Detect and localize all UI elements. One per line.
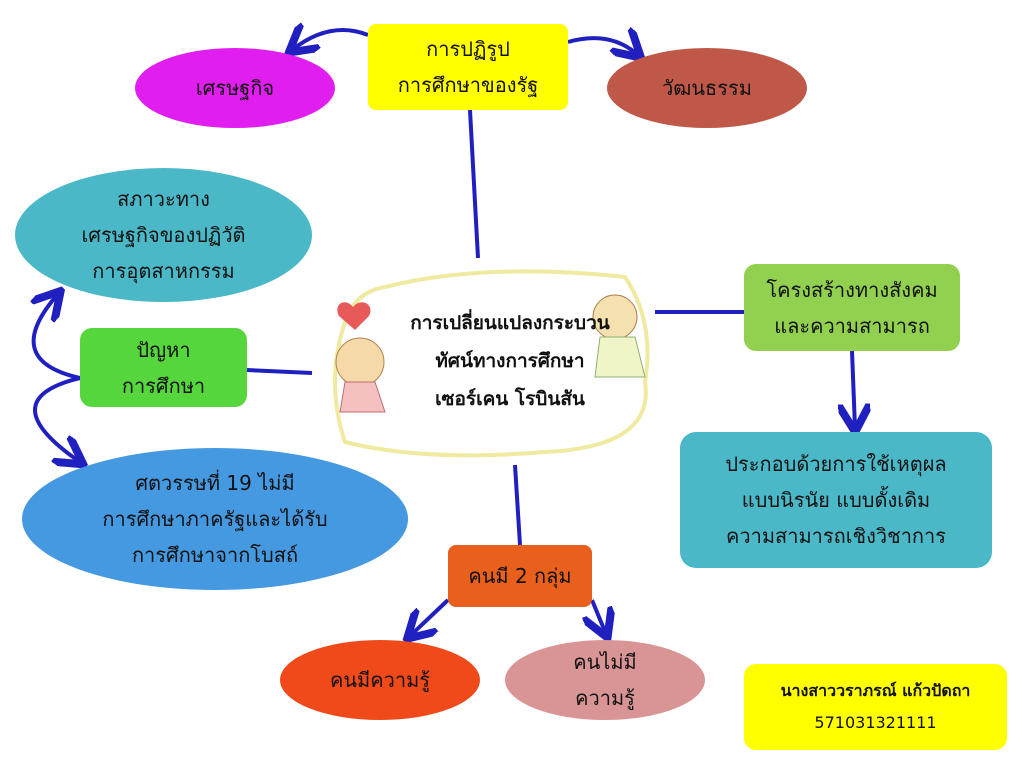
node-noknowledge: คนไม่มี ความรู้ [505, 640, 705, 720]
author-id: 571031321111 [814, 713, 937, 732]
node-text: เศรษฐกิจของปฏิวัติ [81, 223, 246, 247]
node-text: ความรู้ [575, 686, 635, 710]
node-text: การอุตสาหกรรม [92, 259, 235, 283]
arrow-to-century [33, 376, 80, 462]
node-text: ความสามารถเชิงวิชาการ [725, 524, 947, 548]
node-text: คนมีความรู้ [330, 668, 430, 692]
node-text: การศึกษาภาครัฐและได้รับ [102, 507, 328, 531]
node-economy: เศรษฐกิจ [135, 48, 335, 128]
author-name: นางสาววราภรณ์ แก้วปัดถา [780, 681, 971, 700]
line-reform-center [468, 109, 480, 259]
node-text: การปฏิรูป [426, 37, 510, 61]
node-text: การศึกษาจากโบสถ์ [131, 543, 299, 567]
node-text: การศึกษาของรัฐ [397, 73, 539, 97]
node-text: คนไม่มี [573, 650, 637, 674]
heart-icon [337, 302, 371, 330]
center-line-1: การเปลี่ยนแปลงกระบวน [410, 312, 610, 334]
node-text: เศรษฐกิจ [195, 76, 275, 100]
node-text: ปัญหา [136, 337, 191, 362]
node-text: วัฒนธรรม [662, 76, 752, 100]
node-text: แบบนิรนัย แบบดั้งเดิม [741, 488, 931, 512]
author-box: นางสาววราภรณ์ แก้วปัดถา 571031321111 [744, 664, 1007, 750]
node-text: ประกอบด้วยการใช้เหตุผล [725, 452, 947, 476]
line-problem-center [246, 368, 313, 375]
node-structure: โครงสร้างทางสังคม และความสามารถ [744, 264, 960, 351]
arrow-to-knowledge [410, 598, 450, 636]
arrow-to-composed [852, 350, 855, 428]
node-problem: ปัญหา การศึกษา [80, 328, 247, 407]
node-groups: คนมี 2 กลุ่ม [448, 545, 592, 607]
center-line-3: เซอร์เคน โรบินสัน [435, 388, 585, 410]
node-century: ศตวรรษที่ 19 ไม่มี การศึกษาภาครัฐและได้ร… [22, 448, 408, 590]
node-text: และความสามารถ [774, 313, 930, 338]
node-text: สภาวะทาง [117, 187, 210, 211]
node-text: โครงสร้างทางสังคม [766, 277, 938, 302]
node-text: ศตวรรษที่ 19 ไม่มี [135, 471, 295, 495]
node-reform: การปฏิรูป การศึกษาของรัฐ [368, 24, 568, 110]
decorative-frame [333, 269, 650, 458]
node-text: การศึกษา [121, 373, 206, 398]
center-line-2: ทัศน์ทางการศึกษา [435, 350, 585, 372]
node-knowledge: คนมีความรู้ [280, 640, 480, 720]
central-topic: การเปลี่ยนแปลงกระบวน ทัศน์ทางการศึกษา เซ… [325, 262, 655, 462]
arrow-to-economy [292, 30, 369, 50]
arrow-to-culture [567, 38, 638, 55]
arrow-to-noknowledge [592, 599, 606, 634]
node-composed: ประกอบด้วยการใช้เหตุผล แบบนิรนัย แบบดั้ง… [680, 432, 992, 568]
line-center-groups [513, 464, 522, 546]
arrow-to-industrial [34, 294, 81, 380]
node-culture: วัฒนธรรม [607, 48, 807, 128]
node-text: คนมี 2 กลุ่ม [468, 564, 572, 588]
node-industrial: สภาวะทาง เศรษฐกิจของปฏิวัติ การอุตสาหกรร… [15, 168, 312, 302]
